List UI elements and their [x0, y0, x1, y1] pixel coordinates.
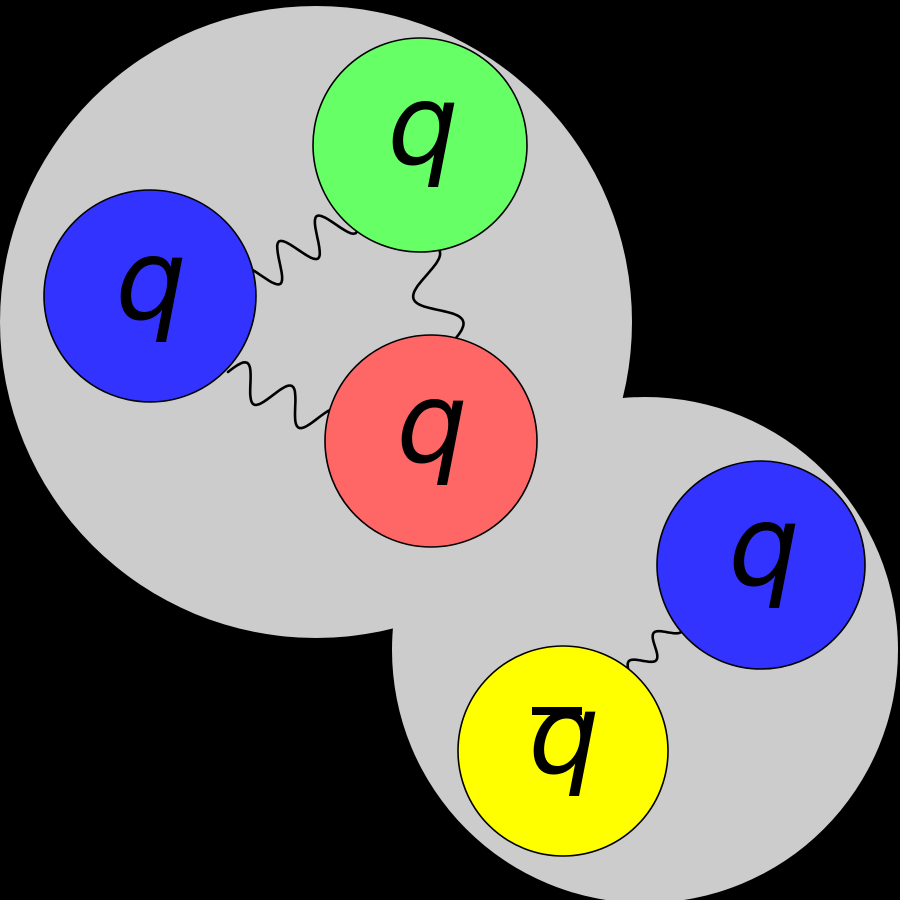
- quark-blue-lower-right: q: [656, 460, 866, 670]
- quark-red-center: q: [324, 334, 538, 548]
- quark-label: q: [387, 61, 458, 191]
- quark-circle: [656, 460, 866, 670]
- quark-circle: [457, 645, 669, 857]
- quark-label: q: [396, 359, 467, 489]
- gluon-line-blue-red: [226, 361, 342, 432]
- antiquark-overbar: [532, 707, 582, 715]
- quark-label: q: [528, 670, 599, 800]
- quark-label: q: [728, 482, 799, 612]
- quark-circle: [324, 334, 538, 548]
- quark-circle: [312, 37, 528, 253]
- gluon-line-blue-green: [238, 210, 359, 290]
- quark-blue-upper-left: q: [43, 189, 257, 403]
- quark-green-top: q: [312, 37, 528, 253]
- gluon-line-green-red: [411, 238, 465, 347]
- quark-label: q: [115, 216, 186, 346]
- gluon-line-blue-antiquark: [626, 616, 684, 677]
- antiquark-yellow: q: [457, 645, 669, 857]
- quark-circle: [43, 189, 257, 403]
